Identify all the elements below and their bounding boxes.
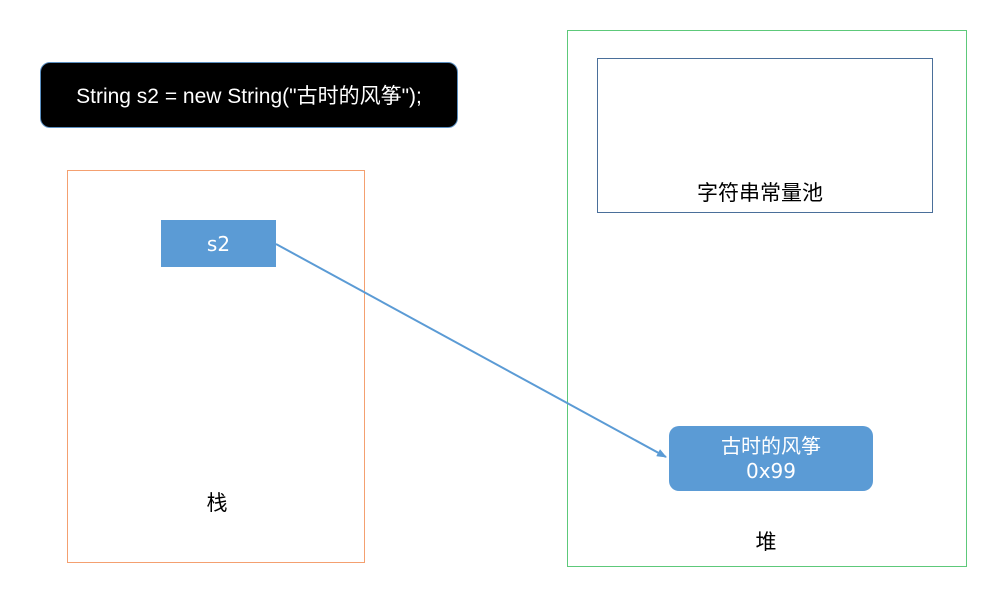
heap-region <box>567 30 967 567</box>
string-constant-pool <box>597 58 933 213</box>
object-address: 0x99 <box>745 458 796 483</box>
code-statement: String s2 = new String("古时的风筝"); <box>40 62 458 128</box>
arrow-line <box>275 243 667 458</box>
heap-label: 堆 <box>755 530 777 554</box>
heap-string-object: 古时的风筝 0x99 <box>669 426 873 491</box>
stack-label: 栈 <box>206 491 228 515</box>
stack-region <box>67 170 365 563</box>
object-value: 古时的风筝 <box>721 433 821 458</box>
string-pool-label: 字符串常量池 <box>697 181 823 205</box>
stack-reference-s2: s2 <box>161 220 276 267</box>
reference-label: s2 <box>206 231 231 256</box>
